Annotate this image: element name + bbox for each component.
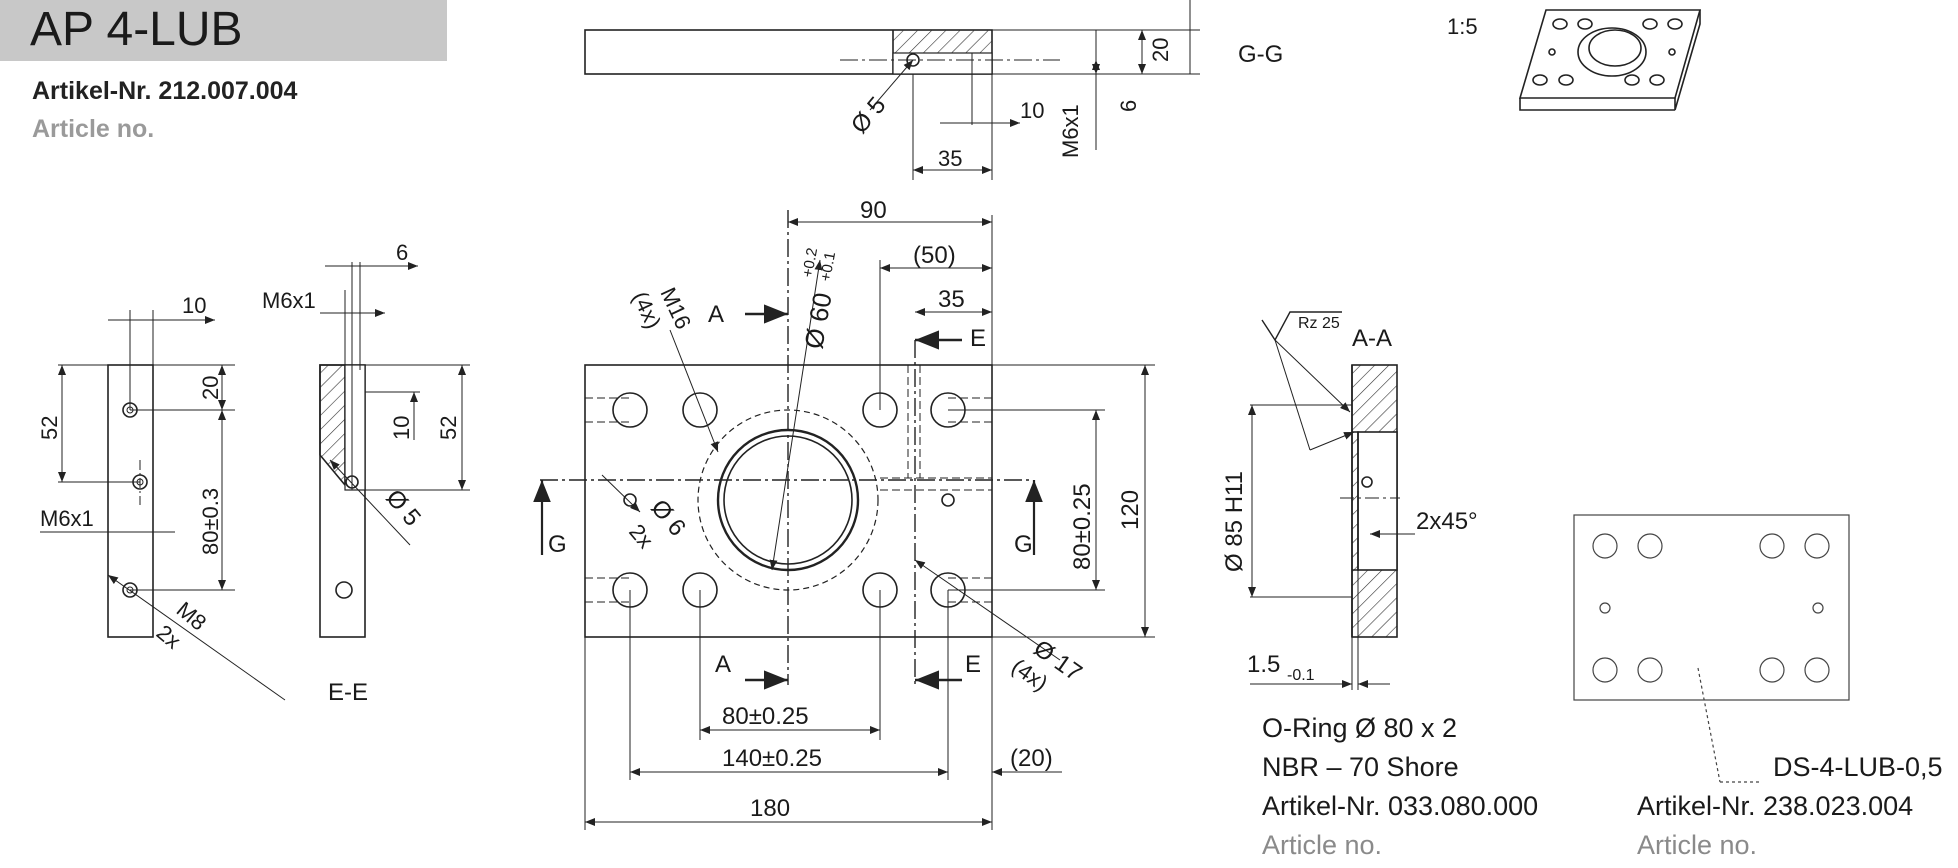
dim-top-35: 35 bbox=[938, 286, 965, 313]
dim-right-80: 80±0.25 bbox=[1069, 483, 1096, 570]
dim-side-10: 10 bbox=[182, 293, 206, 318]
article-number: Artikel-Nr. 212.007.004 bbox=[32, 77, 298, 105]
dim-right-120: 120 bbox=[1117, 490, 1144, 530]
dim-top-90: 90 bbox=[860, 197, 887, 224]
dim-gg-m6: M6x1 bbox=[1058, 104, 1083, 158]
oring-article-number: Artikel-Nr. 033.080.000 bbox=[1262, 791, 1539, 821]
dim-bot-20: (20) bbox=[1010, 745, 1053, 772]
dim-side-m8-count: 2x bbox=[152, 620, 186, 654]
section-aa-view bbox=[1248, 311, 1415, 690]
oring-material: NBR – 70 Shore bbox=[1262, 752, 1459, 782]
side-view bbox=[40, 310, 286, 701]
dim-ee-d5: Ø 5 bbox=[380, 485, 426, 532]
section-aa-label: A-A bbox=[1352, 325, 1392, 352]
section-ee-label: E-E bbox=[328, 679, 368, 706]
oring-article-en: Article no. bbox=[1262, 830, 1383, 860]
dim-aa-15: 1.5 bbox=[1247, 651, 1280, 678]
front-view bbox=[533, 210, 1155, 830]
dim-m16: M16 bbox=[655, 284, 696, 333]
dim-gg-35: 35 bbox=[938, 146, 962, 171]
dim-aa-rz: Rz 25 bbox=[1298, 315, 1340, 332]
dim-bot-140: 140±0.25 bbox=[722, 745, 822, 772]
dim-gg-10: 10 bbox=[1020, 98, 1044, 123]
gasket-view bbox=[1573, 514, 1850, 783]
section-gg-view bbox=[584, 0, 1200, 180]
dim-gg-20: 20 bbox=[1148, 38, 1173, 62]
dim-aa-15-tol: -0.1 bbox=[1287, 667, 1315, 684]
gasket-article-en: Article no. bbox=[1637, 830, 1758, 860]
title-bar bbox=[0, 0, 447, 61]
cut-g-right: G bbox=[1014, 531, 1033, 558]
cut-a-bottom: A bbox=[715, 651, 731, 678]
dim-side-80: 80±0.3 bbox=[198, 488, 223, 555]
dim-aa-chamfer: 2x45° bbox=[1416, 508, 1478, 535]
dim-d60-tol-lo: +0.1 bbox=[817, 251, 839, 283]
isometric-view bbox=[1518, 9, 1702, 111]
dim-ee-10: 10 bbox=[389, 416, 414, 440]
dim-d60: Ø 60 bbox=[798, 290, 837, 351]
section-ee-view bbox=[319, 262, 470, 638]
dim-bot-80: 80±0.25 bbox=[722, 703, 809, 730]
dim-bot-180: 180 bbox=[750, 795, 790, 822]
dim-d60-tol-up: +0.2 bbox=[799, 247, 821, 279]
cut-g-left: G bbox=[548, 531, 567, 558]
dim-side-52: 52 bbox=[37, 416, 62, 440]
dim-aa-d85: Ø 85 H11 bbox=[1221, 471, 1248, 572]
dim-gg-d5: Ø 5 bbox=[846, 92, 892, 139]
section-gg-label: G-G bbox=[1238, 41, 1283, 68]
gasket-article-number: Artikel-Nr. 238.023.004 bbox=[1637, 791, 1914, 821]
cut-a-top: A bbox=[708, 301, 724, 328]
dim-ee-m6: M6x1 bbox=[262, 288, 316, 313]
dim-top-50: (50) bbox=[913, 242, 956, 269]
oring-name: O-Ring Ø 80 x 2 bbox=[1262, 713, 1458, 743]
article-number-en: Article no. bbox=[32, 115, 155, 143]
dim-side-20: 20 bbox=[198, 376, 223, 400]
dim-gg-6: 6 bbox=[1116, 100, 1141, 112]
scale-label: 1:5 bbox=[1447, 14, 1478, 39]
dim-ee-52: 52 bbox=[436, 416, 461, 440]
cut-e-top: E bbox=[970, 325, 986, 352]
cut-e-bottom: E bbox=[965, 651, 981, 678]
dim-ee-6: 6 bbox=[396, 240, 408, 265]
dim-side-m6: M6x1 bbox=[40, 506, 94, 531]
part-title: AP 4-LUB bbox=[30, 3, 243, 56]
gasket-name: DS-4-LUB-0,5 bbox=[1773, 752, 1943, 782]
